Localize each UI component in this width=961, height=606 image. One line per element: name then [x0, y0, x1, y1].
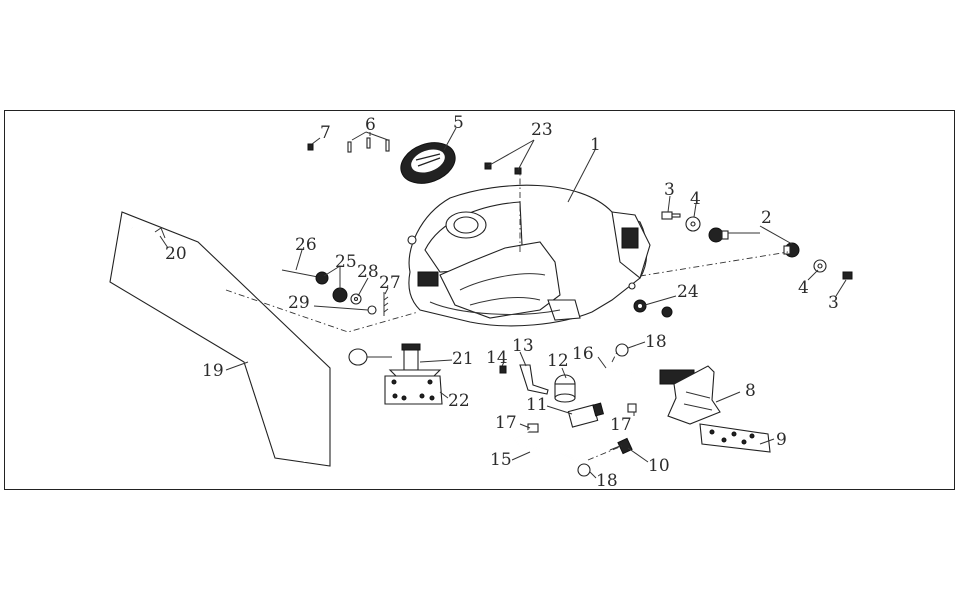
callout-4-lower: 4 — [798, 278, 809, 298]
assembly-lines — [225, 174, 789, 461]
callout-19: 19 — [202, 361, 224, 381]
callout-26: 26 — [295, 235, 317, 255]
part-5-fuel-cap — [400, 142, 456, 184]
part-3-bolt-lower — [842, 271, 853, 280]
callout-23: 23 — [531, 120, 553, 140]
part-29-washer — [367, 305, 377, 315]
part-21-fuel-pump — [348, 343, 442, 379]
part-6-screws — [347, 137, 390, 153]
callout-9: 9 — [776, 430, 787, 450]
part-2-grommet-a — [708, 227, 729, 243]
part-11-fuel-filter — [567, 402, 605, 428]
callout-28: 28 — [357, 262, 379, 282]
callout-18-upper: 18 — [645, 332, 667, 352]
callout-22: 22 — [448, 391, 470, 411]
callout-11: 11 — [526, 395, 548, 415]
part-25-grommets — [315, 271, 348, 303]
callout-8: 8 — [745, 381, 756, 401]
part-2-grommet-b — [783, 242, 800, 258]
callout-27: 27 — [379, 273, 401, 293]
callout-3-lower: 3 — [828, 293, 839, 313]
part-22-gasket — [384, 375, 443, 405]
part-14-clip — [499, 365, 507, 374]
part-7-screw — [307, 143, 314, 151]
callout-17-right: 17 — [610, 415, 632, 435]
part-24-nut — [633, 299, 673, 318]
part-19-fuel-hose — [109, 211, 331, 467]
part-17-clamp-right — [627, 403, 637, 413]
part-15-fuel-line — [512, 429, 586, 466]
callout-17-left: 17 — [495, 413, 517, 433]
callout-5: 5 — [453, 113, 464, 133]
callout-4-upper: 4 — [690, 189, 701, 209]
callout-20: 20 — [165, 244, 187, 264]
callout-16: 16 — [572, 344, 594, 364]
callout-6: 6 — [365, 115, 376, 135]
leader-lines — [159, 127, 847, 479]
part-4-washer-upper — [685, 216, 701, 232]
part-9-mounting-plate — [699, 423, 771, 453]
callout-7: 7 — [320, 123, 331, 143]
diagram-frame — [4, 110, 955, 490]
part-28-washer — [350, 293, 362, 305]
callout-15: 15 — [490, 450, 512, 470]
part-13-bracket — [519, 364, 549, 395]
callout-21: 21 — [452, 349, 474, 369]
callout-29: 29 — [288, 293, 310, 313]
part-18-clamp-lower — [577, 463, 591, 477]
callout-2: 2 — [761, 208, 772, 228]
callout-12: 12 — [547, 351, 569, 371]
callout-14: 14 — [486, 348, 508, 368]
part-17-clamp-left — [527, 423, 539, 433]
part-27-spring-clip — [383, 292, 389, 316]
callout-labels: 1 2 3 3 4 4 5 6 7 8 9 10 11 12 13 14 15 … — [165, 113, 839, 491]
part-16-fuel-line — [605, 367, 641, 405]
callout-1: 1 — [590, 135, 601, 155]
callout-18-lower: 18 — [596, 471, 618, 491]
part-1-fuel-tank — [407, 184, 651, 327]
callout-24: 24 — [677, 282, 699, 302]
callout-13: 13 — [512, 336, 534, 356]
part-18-clamp-upper — [615, 343, 629, 357]
part-20-clip — [154, 227, 166, 239]
part-26-bolt — [281, 269, 319, 278]
callout-25: 25 — [335, 252, 357, 272]
part-3-bolt-upper — [661, 211, 681, 220]
part-12-filter-cap — [554, 374, 576, 403]
part-8-fuel-pump-unit — [659, 365, 721, 425]
callout-10: 10 — [648, 456, 670, 476]
part-10-connector — [609, 437, 633, 455]
part-4-washer-lower — [813, 259, 827, 273]
callout-3-upper: 3 — [664, 180, 675, 200]
